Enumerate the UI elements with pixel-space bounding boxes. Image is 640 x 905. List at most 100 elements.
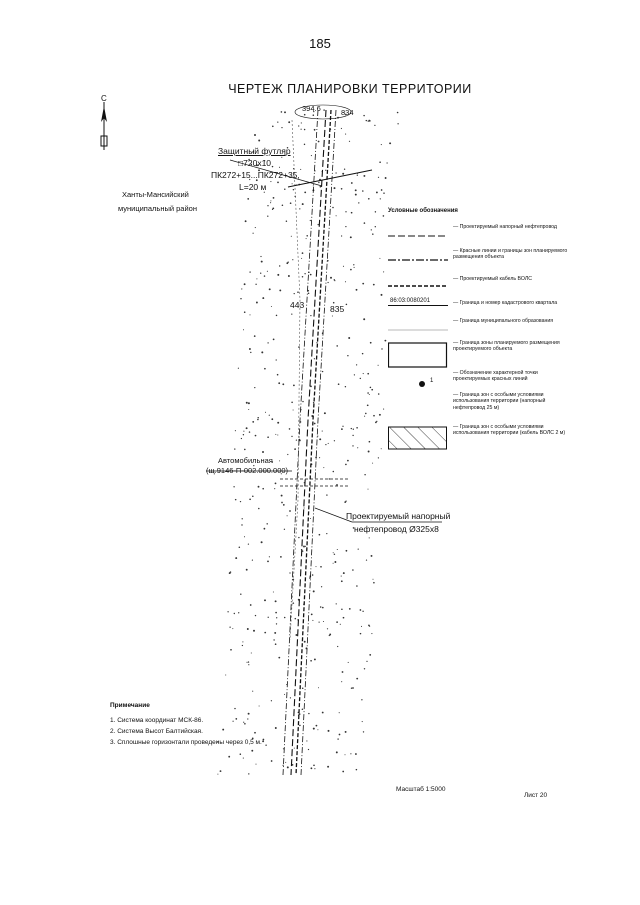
terrain-dot xyxy=(258,139,261,142)
terrain-dot xyxy=(354,189,357,192)
terrain-dot xyxy=(359,609,362,611)
terrain-dot xyxy=(327,729,330,732)
terrain-dot xyxy=(318,181,320,184)
terrain-dot xyxy=(289,510,291,512)
terrain-dot xyxy=(286,515,288,517)
terrain-dot xyxy=(248,158,250,161)
terrain-dot xyxy=(312,727,315,730)
terrain-dot xyxy=(264,631,267,634)
terrain-dot xyxy=(300,168,302,170)
terrain-dot xyxy=(248,408,250,411)
terrain-dot xyxy=(312,185,314,187)
terrain-dot xyxy=(320,586,323,588)
terrain-dot xyxy=(350,427,352,430)
terrain-dot xyxy=(258,169,260,172)
terrain-dot xyxy=(248,773,250,775)
terrain-dot xyxy=(270,700,273,702)
terrain-dot xyxy=(334,561,337,563)
terrain-dot xyxy=(307,292,310,295)
terrain-dot xyxy=(227,611,229,613)
terrain-dot xyxy=(362,282,365,285)
terrain-dot xyxy=(271,418,274,421)
terrain-dot xyxy=(383,408,385,410)
terrain-dot xyxy=(356,677,359,680)
terrain-dot xyxy=(328,478,330,480)
terrain-dot xyxy=(374,211,377,213)
terrain-dot xyxy=(262,451,264,453)
red-line-right xyxy=(300,109,337,776)
terrain-dot xyxy=(279,460,281,462)
terrain-dot xyxy=(303,113,306,116)
terrain-dot xyxy=(254,731,256,734)
terrain-dot xyxy=(368,440,371,443)
terrain-dot xyxy=(367,450,370,453)
terrain-dot xyxy=(301,708,304,711)
legend-item-municipal: — Граница муниципального образования xyxy=(388,318,568,348)
terrain-dot xyxy=(251,749,254,752)
terrain-dot xyxy=(315,456,317,459)
legend-text: — Граница зон с особыми условиями исполь… xyxy=(453,424,566,437)
terrain-dot xyxy=(315,724,318,727)
terrain-dot xyxy=(289,697,292,699)
terrain-dot xyxy=(291,401,293,404)
terrain-dot xyxy=(249,498,251,501)
terrain-dot xyxy=(309,273,312,276)
terrain-dot xyxy=(342,172,345,175)
legend-text: — Граница зоны планируемого размещения п… xyxy=(453,340,560,353)
legend-item-pipeline: — Проектируемый напорный нефтепровод xyxy=(388,224,568,254)
terrain-dot xyxy=(317,729,319,731)
terrain-dot xyxy=(293,292,295,295)
terrain-dot xyxy=(246,628,249,630)
terrain-dots xyxy=(217,109,399,775)
legend-item-pipeline-zone: — Граница зон с особыми условиями исполь… xyxy=(388,392,568,426)
terrain-dot xyxy=(337,645,339,648)
terrain-dot xyxy=(310,659,312,662)
terrain-dot xyxy=(294,617,297,620)
terrain-dot xyxy=(297,291,299,293)
terrain-dot xyxy=(366,404,369,407)
terrain-dot xyxy=(254,614,257,617)
terrain-dot xyxy=(378,413,381,416)
terrain-dot xyxy=(379,198,381,200)
terrain-dot xyxy=(274,631,277,634)
casing-range: ПК272+15...ПК272+35, xyxy=(211,170,300,180)
terrain-dot xyxy=(295,439,298,441)
terrain-dot xyxy=(357,548,359,550)
terrain-dot xyxy=(345,500,347,502)
terrain-dot xyxy=(264,411,267,413)
pipeline-line xyxy=(290,109,327,776)
terrain-dot xyxy=(368,537,370,539)
terrain-dot xyxy=(310,767,313,770)
terrain-dot xyxy=(286,262,289,265)
terrain-dot xyxy=(310,155,312,157)
terrain-dot xyxy=(363,222,366,224)
terrain-dot xyxy=(303,507,305,509)
terrain-dot xyxy=(323,412,326,415)
terrain-dot xyxy=(293,747,295,749)
legend-item-cable: — Проектируемый кабель ВОЛС xyxy=(388,276,568,306)
terrain-dot xyxy=(238,546,241,548)
terrain-dot xyxy=(280,494,283,497)
terrain-dot xyxy=(289,572,291,574)
terrain-dot xyxy=(241,518,243,520)
pipeline-label-2: нефтепровод Ø325х8 xyxy=(354,524,439,534)
terrain-dot xyxy=(304,273,306,275)
terrain-dot xyxy=(275,611,277,614)
terrain-dot xyxy=(337,383,340,386)
terrain-dot xyxy=(301,252,304,254)
terrain-dot xyxy=(368,120,371,122)
terrain-dot xyxy=(240,297,242,300)
terrain-dot xyxy=(344,754,346,756)
terrain-dot xyxy=(342,425,344,427)
terrain-dot xyxy=(285,220,288,223)
terrain-dot xyxy=(344,730,347,733)
terrain-dot xyxy=(353,264,355,266)
terrain-dot xyxy=(352,434,354,437)
road-label-2: (щ.9146-П-002.000.000) xyxy=(206,466,289,475)
terrain-dot xyxy=(396,111,399,114)
terrain-dot xyxy=(260,260,263,263)
terrain-dot xyxy=(308,712,310,715)
terrain-dot xyxy=(279,289,282,292)
terrain-dot xyxy=(285,761,287,763)
terrain-dot xyxy=(304,545,307,547)
